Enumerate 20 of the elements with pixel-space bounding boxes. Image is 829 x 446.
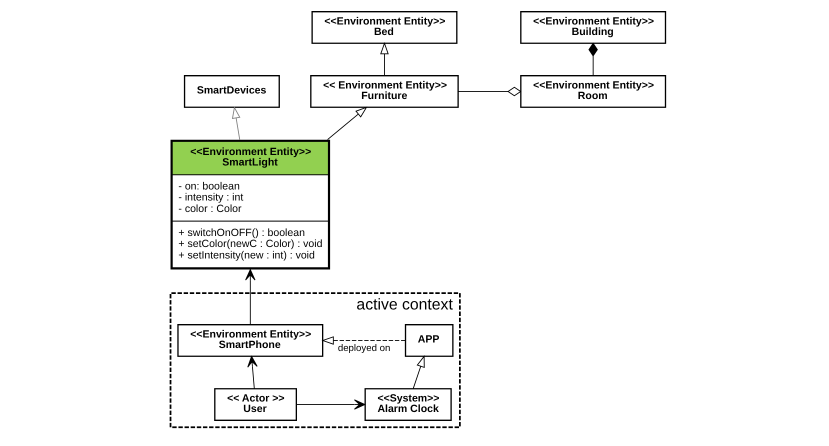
arrow (321, 336, 406, 345)
node-box: <<Environment Entity>> SmartPhone (177, 324, 324, 357)
node-box: <<System>> Alarm Clock (364, 388, 452, 421)
arrow (412, 355, 425, 389)
node-box: SmartDevices (184, 75, 280, 108)
arrow (245, 269, 256, 325)
edge-label: deployed on (338, 342, 390, 354)
arrow (247, 356, 258, 389)
arrow (380, 42, 389, 76)
node-box: <<Environment Entity>> Room (520, 75, 666, 108)
connector (458, 86, 522, 96)
arrow (232, 106, 240, 140)
node-box: << Environment Entity>> Furniture (310, 75, 459, 108)
arrow (327, 106, 368, 140)
node-box: <<Environment Entity>> Bed (311, 11, 458, 44)
connector (588, 42, 598, 76)
node-box: <<Environment Entity>> Building (520, 11, 666, 44)
node-box: << Actor >> User (214, 388, 297, 421)
node-box: APP (404, 324, 454, 357)
arrow (296, 399, 366, 410)
